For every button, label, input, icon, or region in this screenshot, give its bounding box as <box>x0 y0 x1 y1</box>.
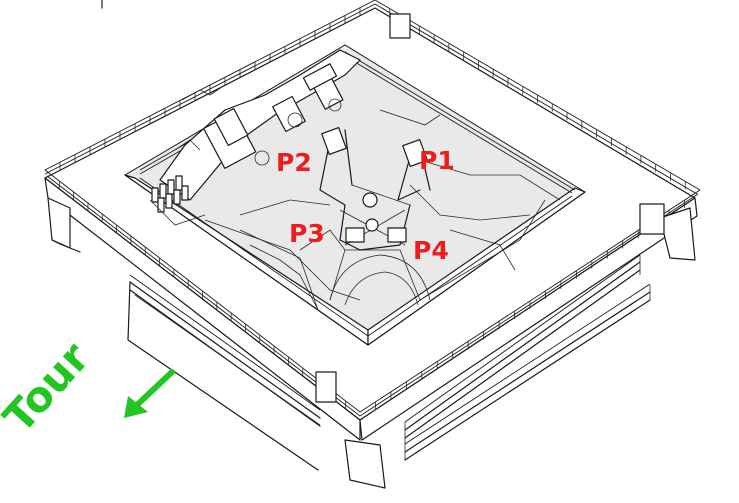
battery-bank <box>151 175 189 213</box>
corner-pillars <box>47 13 696 489</box>
outer-railing <box>44 0 701 417</box>
pier-label-p4: P4 <box>413 236 449 265</box>
pit-floor <box>204 109 561 311</box>
pier-label-p2: P2 <box>276 148 312 177</box>
arrow-down-left-icon <box>124 369 175 418</box>
lower-tiers <box>127 254 651 471</box>
pier-label-p1: P1 <box>419 146 455 175</box>
central-tower <box>319 126 431 251</box>
railing-posts <box>58 7 686 410</box>
machinery-room <box>149 49 361 226</box>
pier-label-p3: P3 <box>289 219 325 248</box>
